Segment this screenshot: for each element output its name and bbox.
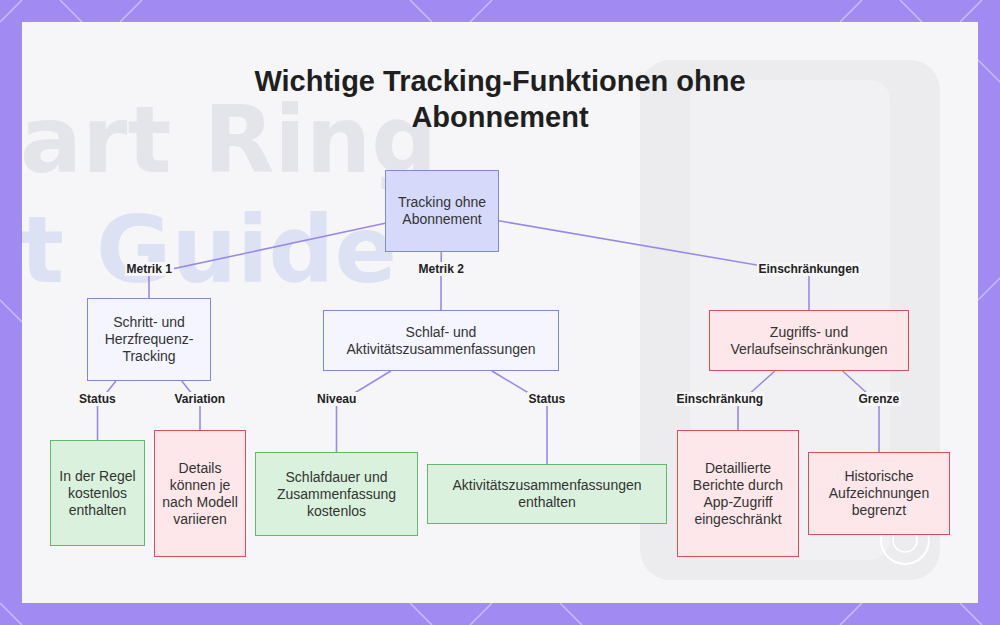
process-box: Aktivitätszusammenfassungen enthalten bbox=[427, 464, 667, 524]
node-text-group: Zugriffs- und Verlaufseinschränkungen bbox=[716, 324, 902, 358]
node-text: Details können je nach Modell variieren bbox=[161, 460, 239, 528]
watermark-text: t Guide bbox=[20, 205, 397, 297]
edge-label: Einschränkung bbox=[675, 392, 766, 406]
process-box: Schritt- und Herzfrequenz-Tracking bbox=[87, 298, 211, 381]
process-box: Details können je nach Modell variieren bbox=[154, 430, 246, 557]
node-text: Schritt- und Herzfrequenz-Tracking bbox=[94, 314, 204, 365]
watermark-text: art Ring bbox=[20, 95, 437, 187]
diagram-title: Wichtige Tracking-Funktionen ohne Abonne… bbox=[210, 63, 790, 135]
root-box: Tracking ohne Abonnement bbox=[385, 170, 499, 252]
process-box: Schlaf- und Aktivitätszusammenfassungen bbox=[323, 310, 559, 371]
node-text: Aktivitätszusammenfassungen enthalten bbox=[434, 477, 660, 511]
node-text-group: Tracking ohne Abonnement bbox=[392, 194, 492, 228]
connector-line bbox=[440, 252, 442, 310]
connector-line bbox=[843, 371, 879, 452]
node-text: Schlaf- und Aktivitätszusammenfassungen bbox=[330, 324, 552, 358]
edge-label: Status bbox=[527, 392, 568, 406]
edge-label: Einschränkungen bbox=[757, 262, 862, 276]
node-text-group: Details können je nach Modell variieren bbox=[161, 460, 239, 528]
node-text: Historische Aufzeichnungen begrenzt bbox=[815, 468, 943, 519]
process-box: In der Regel kostenlos enthalten bbox=[50, 440, 145, 546]
connector-line bbox=[337, 371, 391, 452]
edge-label: Variation bbox=[173, 392, 228, 406]
connector-line bbox=[492, 371, 547, 464]
process-box: Schlafdauer und Zusammenfassung kostenlo… bbox=[255, 452, 418, 536]
node-text-group: Aktivitätszusammenfassungen enthalten bbox=[434, 477, 660, 511]
node-text-group: Schritt- und Herzfrequenz-Tracking bbox=[94, 314, 204, 365]
edge-label: Metrik 2 bbox=[417, 262, 466, 276]
connector-line bbox=[149, 223, 385, 298]
process-box: Detaillierte Berichte durch App-Zugriff … bbox=[677, 430, 799, 557]
node-text: Zugriffs- und Verlaufseinschränkungen bbox=[716, 324, 902, 358]
process-box: Zugriffs- und Verlaufseinschränkungen bbox=[709, 310, 909, 371]
node-text-group: Historische Aufzeichnungen begrenzt bbox=[815, 468, 943, 519]
node-text-group: In der Regel kostenlos enthalten bbox=[57, 468, 138, 519]
edge-label: Metrik 1 bbox=[125, 262, 174, 276]
node-text: Detaillierte Berichte durch App-Zugriff … bbox=[684, 460, 792, 528]
connector-line bbox=[98, 381, 116, 440]
edge-label: Status bbox=[77, 392, 118, 406]
node-text: In der Regel kostenlos enthalten bbox=[57, 468, 138, 519]
edge-label: Niveau bbox=[315, 392, 358, 406]
process-box: Historische Aufzeichnungen begrenzt bbox=[808, 452, 950, 535]
edge-label: Grenze bbox=[857, 392, 902, 406]
node-text-group: Detaillierte Berichte durch App-Zugriff … bbox=[684, 460, 792, 528]
node-text: Tracking ohne Abonnement bbox=[392, 194, 492, 228]
node-text-group: Schlaf- und Aktivitätszusammenfassungen bbox=[330, 324, 552, 358]
node-text: Schlafdauer und Zusammenfassung kostenlo… bbox=[262, 469, 411, 520]
node-text-group: Schlafdauer und Zusammenfassung kostenlo… bbox=[262, 469, 411, 520]
